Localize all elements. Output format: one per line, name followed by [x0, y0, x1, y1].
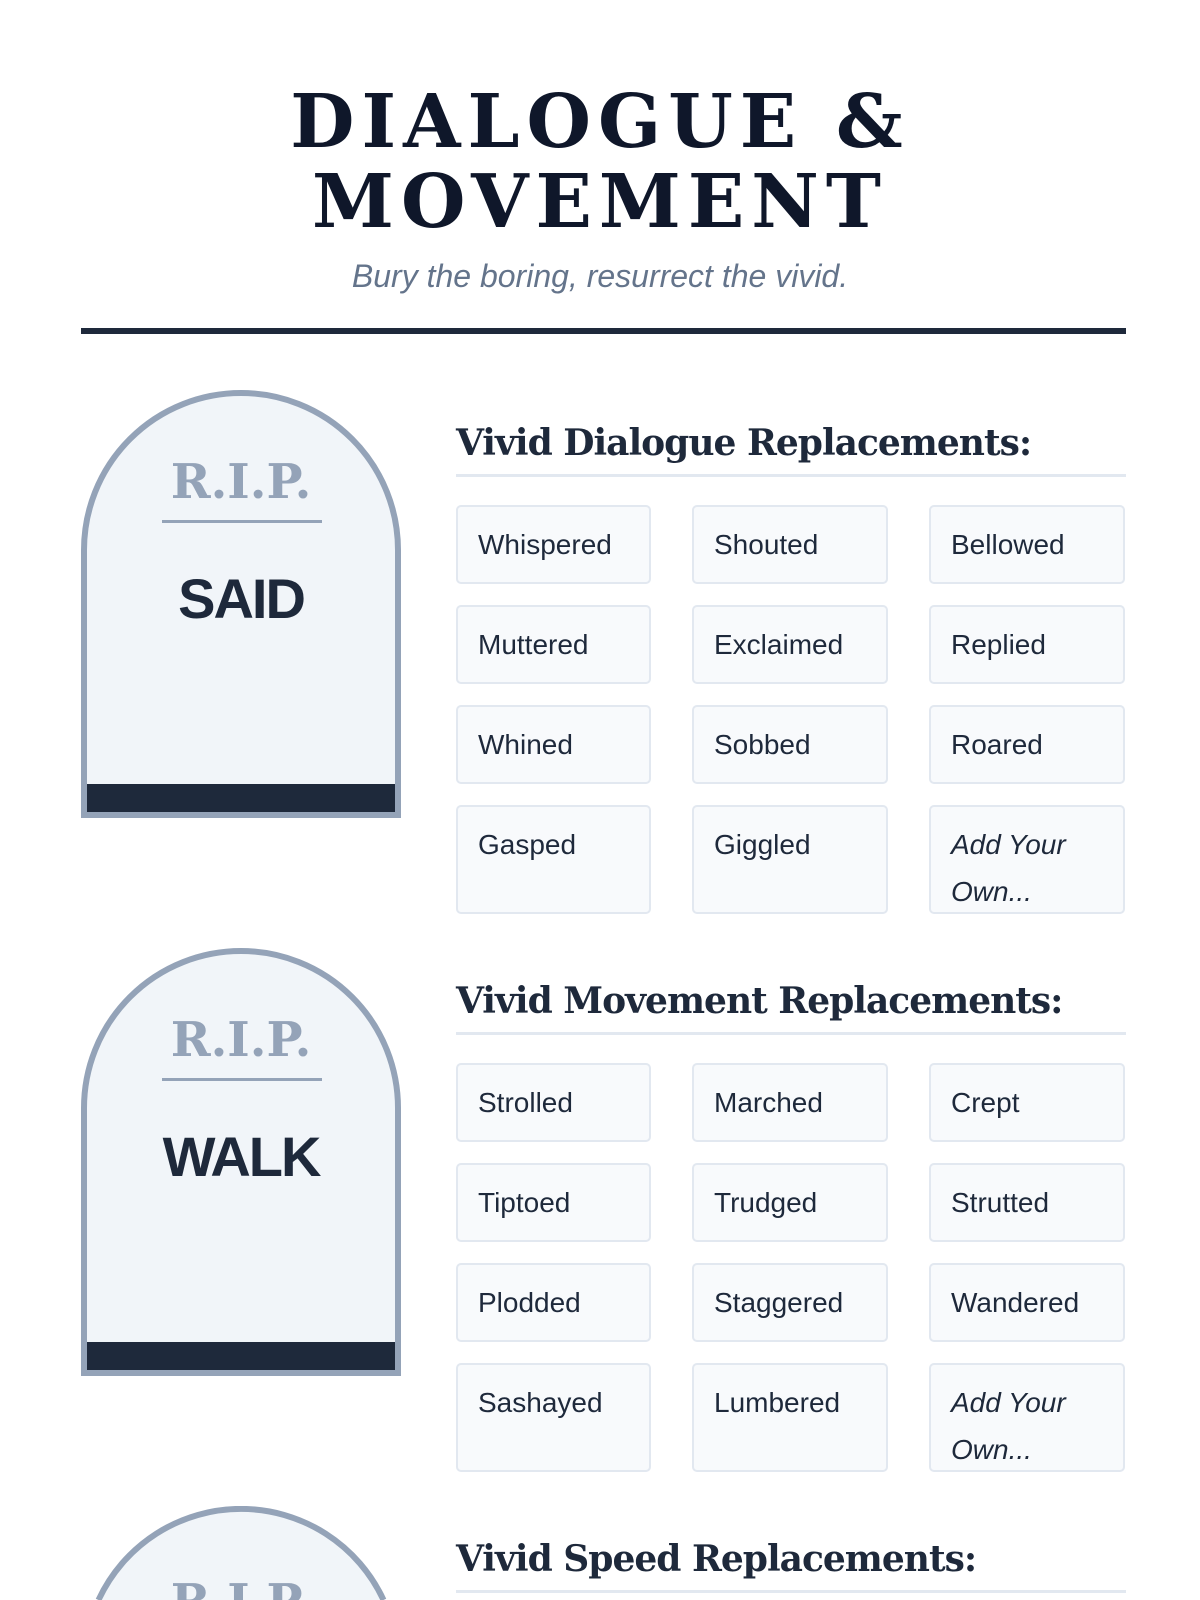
title-line-2: MOVEMENT — [312, 159, 888, 245]
tombstone-base — [87, 784, 395, 812]
tombstone: R.I.P. — [95, 1506, 387, 1600]
header-divider — [81, 328, 1126, 334]
word-tile: Strutted — [929, 1163, 1125, 1242]
word-tile: Strolled — [456, 1063, 651, 1142]
section-heading: Vivid Dialogue Replacements: — [456, 422, 1032, 464]
add-your-own-tile[interactable]: Add Your Own... — [929, 1363, 1125, 1472]
subtitle: Bury the boring, resurrect the vivid. — [351, 258, 849, 294]
tombstone: R.I.P. SAID — [81, 390, 401, 818]
page-title: DIALOGUE & MOVEMENT — [0, 82, 1200, 242]
heading-divider — [456, 474, 1126, 477]
buried-word: WALK — [162, 1125, 322, 1188]
tombstone: R.I.P. WALK — [81, 948, 401, 1376]
rip-divider — [162, 520, 322, 523]
section-heading: Vivid Speed Replacements: — [456, 1538, 977, 1580]
section-heading: Vivid Movement Replacements: — [456, 980, 1063, 1022]
word-tile: Giggled — [692, 805, 888, 914]
heading-divider — [456, 1032, 1126, 1035]
word-tile: Tiptoed — [456, 1163, 651, 1242]
word-tile: Staggered — [692, 1263, 888, 1342]
heading-divider — [456, 1590, 1126, 1593]
title-line-1: DIALOGUE & — [290, 79, 910, 165]
word-tile: Plodded — [456, 1263, 651, 1342]
word-tile: Lumbered — [692, 1363, 888, 1472]
word-tile: Bellowed — [929, 505, 1125, 584]
word-tile: Marched — [692, 1063, 888, 1142]
word-tile: Wandered — [929, 1263, 1125, 1342]
add-your-own-tile[interactable]: Add Your Own... — [929, 805, 1125, 914]
word-grid: Strolled Marched Crept Tiptoed Trudged S… — [456, 1063, 1126, 1472]
word-tile: Replied — [929, 605, 1125, 684]
rip-label: R.I.P. — [170, 454, 312, 510]
word-tile: Crept — [929, 1063, 1125, 1142]
word-tile: Exclaimed — [692, 605, 888, 684]
word-tile: Trudged — [692, 1163, 888, 1242]
tombstone-face — [98, 1508, 384, 1600]
tombstone-base — [87, 1342, 395, 1370]
word-tile: Gasped — [456, 805, 651, 914]
word-grid: Whispered Shouted Bellowed Muttered Excl… — [456, 505, 1126, 914]
word-tile: Shouted — [692, 505, 888, 584]
rip-label: R.I.P. — [171, 1574, 312, 1600]
section-speed: R.I.P. Vivid Speed Replacements: — [81, 1506, 1126, 1600]
word-tile: Muttered — [456, 605, 651, 684]
section-said: R.I.P. SAID Vivid Dialogue Replacements:… — [81, 390, 1126, 914]
word-tile: Roared — [929, 705, 1125, 784]
word-tile: Whispered — [456, 505, 651, 584]
word-tile: Sashayed — [456, 1363, 651, 1472]
word-tile: Sobbed — [692, 705, 888, 784]
rip-divider — [162, 1078, 322, 1081]
rip-label: R.I.P. — [170, 1012, 312, 1068]
word-tile: Whined — [456, 705, 651, 784]
tombstone-outline — [95, 1506, 387, 1600]
buried-word: SAID — [178, 567, 306, 630]
section-walk: R.I.P. WALK Vivid Movement Replacements:… — [81, 948, 1126, 1472]
